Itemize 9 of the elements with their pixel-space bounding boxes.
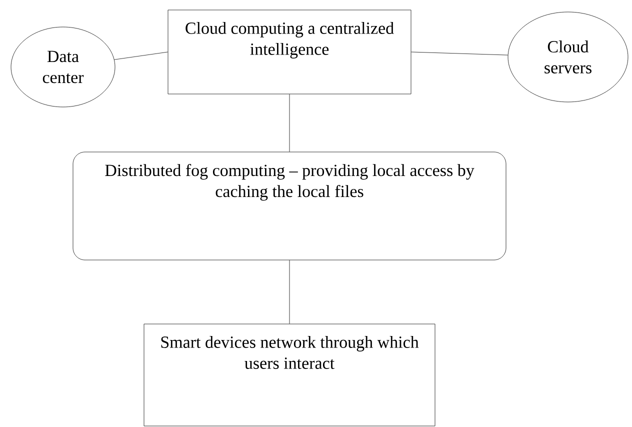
rounded-box: Distributed fog computing – providing local access by caching the local files (72, 152, 506, 260)
process-box: Smart devices network through which users interact (144, 324, 436, 426)
connector-line (289, 260, 290, 324)
connector-line (411, 52, 508, 56)
process-box: Cloud computing a centralized intelligence (168, 10, 412, 94)
ellipse-node: Data center (10, 26, 116, 108)
connector-line (289, 94, 290, 152)
connector-line (114, 52, 168, 60)
ellipse-node: Cloud servers (508, 12, 628, 102)
